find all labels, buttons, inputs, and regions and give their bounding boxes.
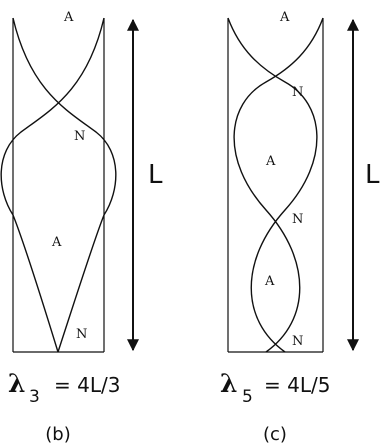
tube-c-label-antinode-1: A (265, 154, 276, 169)
tube-b-label-node-bottom: N (76, 327, 87, 342)
formula-c-subscript: 5 (242, 387, 253, 407)
length-label-b: L (148, 160, 163, 190)
tube-b-label-node-middle: N (74, 129, 85, 144)
tube-c-label-node-bottom: N (292, 334, 303, 349)
caption-b: (b) (45, 424, 70, 445)
formula-b-subscript: 3 (29, 387, 40, 407)
formula-c-expression: = 4L/5 (264, 373, 330, 397)
tube-b-wave-curve-2 (0, 17, 105, 353)
diagram-b: A N A N L λ 3 = 4L/3 (b) (0, 10, 163, 445)
tube-c-label-antinode-top: A (279, 10, 290, 25)
tube-c-label-antinode-2: A (264, 274, 275, 289)
tube-c-label-node-2: N (292, 212, 303, 227)
tube-b-label-antinode-top: A (63, 10, 74, 25)
diagram-c: A N A N A N L λ 5 = 4L/5 (c) (220, 10, 380, 445)
tube-b-wave-curve-1 (12, 17, 117, 353)
formula-c-lambda: λ (220, 369, 238, 398)
tube-c-wave-curve-1 (227, 17, 318, 353)
tube-b-label-antinode-middle: A (51, 235, 62, 250)
length-label-c: L (365, 160, 380, 190)
caption-c: (c) (263, 424, 287, 445)
formula-b-lambda: λ (8, 369, 26, 398)
formula-b-expression: = 4L/3 (54, 373, 120, 397)
tube-c-wave-curve-2 (233, 17, 324, 353)
tube-c-label-node-1: N (292, 85, 303, 100)
